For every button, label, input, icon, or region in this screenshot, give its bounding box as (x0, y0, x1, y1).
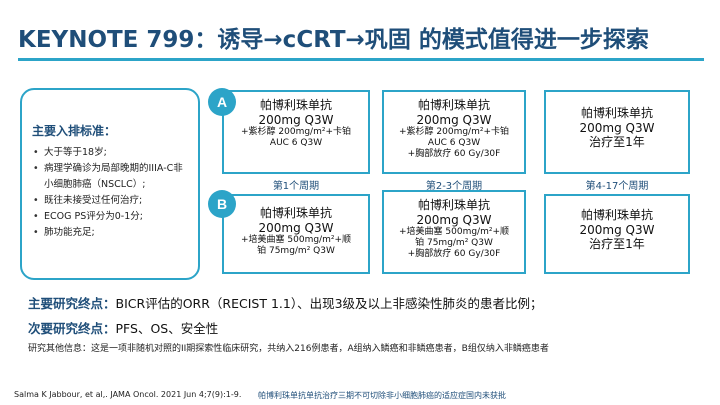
drug-name: 帕博利珠单抗 (417, 198, 490, 212)
footer-note: 帕博利珠单抗单抗治疗三期不可切除非小细胞肺癌的适应症国内未获批 (258, 391, 506, 400)
arm-a-cycle1-box: 帕博利珠单抗 200mg Q3W +紫杉醇 200mg/m²+卡铂 AUC 6 … (222, 90, 370, 174)
arm-b-badge: B (208, 190, 236, 218)
arm-a-badge: A (208, 88, 236, 116)
drug-dose: 200mg Q3W (416, 213, 492, 227)
drug-name: 帕博利珠单抗 (580, 106, 653, 120)
period-label: 第1个周期 (272, 181, 320, 192)
secondary-endpoint-label: 次要研究终点： (28, 321, 116, 336)
primary-endpoint-label: 主要研究终点： (28, 296, 116, 311)
drug-name: 帕博利珠单抗 (580, 208, 653, 222)
arm-b-cycle2-box: 帕博利珠单抗 200mg Q3W +培美曲塞 500mg/m²+顺 铂 75mg… (382, 190, 526, 274)
regimen-line: 铂 75mg/m² Q3W (415, 238, 493, 248)
regimen-line: AUC 6 Q3W (269, 138, 323, 148)
regimen-line: +紫杉醇 200mg/m²+卡铂 (240, 127, 351, 137)
citation: Salma K Jabbour, et al,. JAMA Oncol. 202… (14, 390, 242, 399)
arm-b-cycle1-box: 帕博利珠单抗 200mg Q3W +培美曲塞 500mg/m²+顺 铂 75mg… (222, 194, 370, 274)
primary-endpoint: 主要研究终点：BICR评估的ORR（RECIST 1.1）、出现3级及以上非感染… (28, 293, 543, 312)
criteria-item: 大于等于18岁; (32, 145, 190, 161)
study-other-info: 研究其他信息：这是一项非随机对照的II期探索性临床研究，共纳入216例患者，A组… (28, 344, 549, 354)
period-label: 第2-3个周期 (425, 181, 483, 192)
regimen-line: +培美曲塞 500mg/m²+顺 (240, 235, 351, 245)
primary-endpoint-text: BICR评估的ORR（RECIST 1.1）、出现3级及以上非感染性肺炎的患者比… (115, 296, 543, 311)
regimen-line: +紫杉醇 200mg/m²+卡铂 (398, 127, 509, 137)
criteria-heading: 主要入排标准： (32, 124, 117, 138)
regimen-line: AUC 6 Q3W (427, 138, 481, 148)
arm-b-cycle3-box: 帕博利珠单抗 200mg Q3W 治疗至1年 (544, 194, 690, 274)
secondary-endpoint-text: PFS、OS、安全性 (115, 321, 219, 336)
page-title: KEYNOTE 799：诱导→cCRT→巩固 的模式值得进一步探索 (18, 27, 649, 53)
drug-name: 帕博利珠单抗 (259, 206, 332, 220)
criteria-list: 大于等于18岁; 病理学确诊为局部晚期的IIIA-C非小细胞肺癌（NSCLC）;… (32, 145, 190, 241)
period-label: 第4-17个周期 (585, 181, 649, 192)
regimen-line: +胸部放疗 60 Gy/30F (407, 149, 501, 159)
criteria-item: 病理学确诊为局部晚期的IIIA-C非小细胞肺癌（NSCLC）; (32, 161, 190, 193)
regimen-line: 治疗至1年 (589, 135, 645, 149)
drug-dose: 200mg Q3W (416, 113, 492, 127)
arm-a-cycle2-box: 帕博利珠单抗 200mg Q3W +紫杉醇 200mg/m²+卡铂 AUC 6 … (382, 90, 526, 174)
drug-name: 帕博利珠单抗 (259, 98, 332, 112)
regimen-line: 铂 75mg/m² Q3W (257, 246, 335, 256)
arm-a-cycle3-box: 帕博利珠单抗 200mg Q3W 治疗至1年 (544, 90, 690, 174)
drug-dose: 200mg Q3W (258, 113, 334, 127)
drug-dose: 200mg Q3W (579, 121, 655, 135)
criteria-item: ECOG PS评分为0-1分; (32, 209, 190, 225)
drug-dose: 200mg Q3W (258, 221, 334, 235)
drug-dose: 200mg Q3W (579, 223, 655, 237)
drug-name: 帕博利珠单抗 (417, 98, 490, 112)
criteria-panel: 主要入排标准： 大于等于18岁; 病理学确诊为局部晚期的IIIA-C非小细胞肺癌… (20, 88, 200, 280)
criteria-item: 肺功能充足; (32, 225, 190, 241)
regimen-line: +胸部放疗 60 Gy/30F (407, 249, 501, 259)
criteria-item: 既往未接受过任何治疗; (32, 193, 190, 209)
title-divider (18, 58, 704, 61)
secondary-endpoint: 次要研究终点：PFS、OS、安全性 (28, 318, 218, 337)
regimen-line: +培美曲塞 500mg/m²+顺 (398, 227, 509, 237)
regimen-line: 治疗至1年 (589, 237, 645, 251)
